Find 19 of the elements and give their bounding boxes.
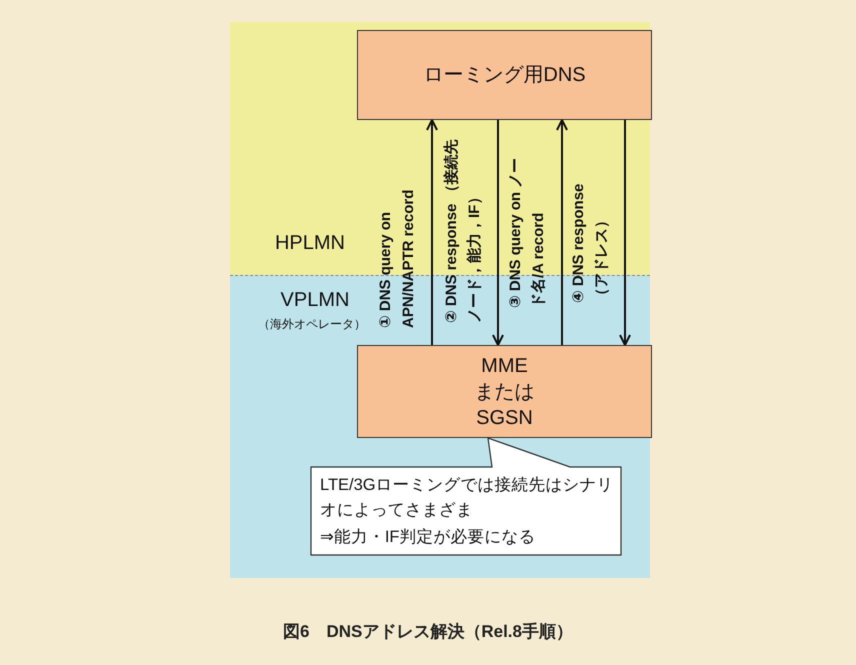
network-label: （海外オペレータ） (258, 316, 366, 332)
edge-label: ① DNS query on APN/NAPTR record (376, 188, 418, 328)
process-box (357, 345, 652, 438)
callout-bubble (310, 437, 622, 556)
node-label: ローミング用DNS (423, 63, 586, 88)
arrow (426, 119, 438, 345)
edge-label: ③ DNS query on ノード名/A record (506, 156, 548, 308)
network-label: HPLMN (275, 231, 345, 255)
arrow (619, 120, 631, 346)
figure-caption: 図6 DNSアドレス解決（Rel.8手順） (282, 621, 574, 643)
callout-text: ⇒能力・IF判定が必要になる (320, 527, 536, 548)
arrow (556, 119, 568, 345)
callout-text: LTE/3Gローミングでは接続先はシナリオによってさまざま (320, 475, 615, 521)
edge-label: ④ DNS response （アドレス） (568, 182, 611, 303)
arrow (492, 120, 504, 346)
process-box (357, 30, 652, 120)
network-label: VPLMN (280, 288, 350, 312)
edge-label: ② DNS response （接続先ノード，能力，IF） (442, 138, 484, 323)
node-label: MME または SGSN (474, 354, 536, 430)
